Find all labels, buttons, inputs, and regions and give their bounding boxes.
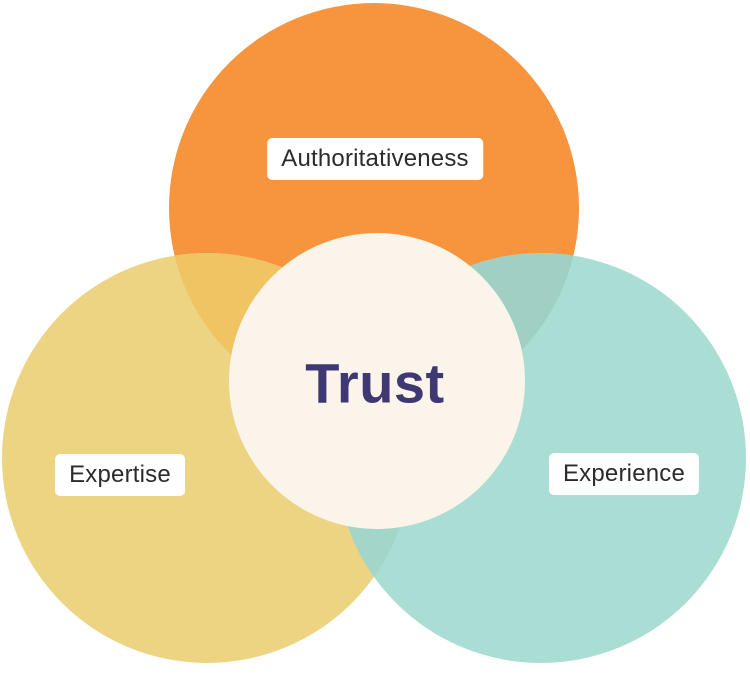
center-label-trust: Trust xyxy=(305,351,445,415)
label-experience: Experience xyxy=(548,453,700,495)
label-authoritativeness: Authoritativeness xyxy=(267,138,483,180)
center-circle xyxy=(229,233,525,529)
label-expertise: Expertise xyxy=(55,454,185,496)
